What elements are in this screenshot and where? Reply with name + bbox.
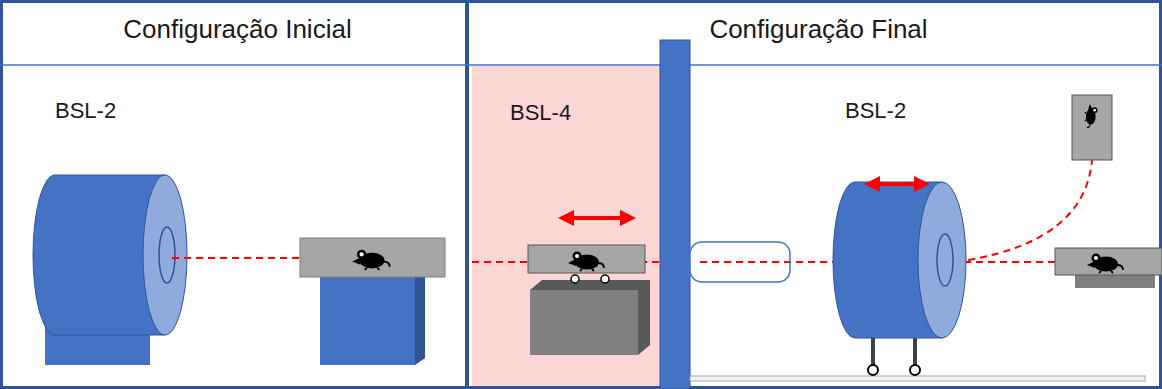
vertical-holder <box>1072 95 1112 160</box>
panel-heading: Configuração Final <box>467 0 1162 45</box>
scanner-front <box>918 182 966 338</box>
bed <box>1055 248 1162 275</box>
containment-zone: BSL-4 <box>472 66 670 389</box>
scanner-front <box>143 175 187 335</box>
panel-heading: Configuração Inicial <box>0 0 475 45</box>
wall <box>660 40 690 389</box>
bed-cart <box>530 290 638 355</box>
table-pedestal <box>320 277 415 365</box>
bed <box>528 245 645 273</box>
panel: Configuração Inicial <box>0 0 475 389</box>
divider <box>465 0 469 389</box>
biosafety-level: BSL-2 <box>845 98 906 123</box>
zone-label: BSL-2 <box>845 98 906 124</box>
beam <box>172 257 300 259</box>
biosafety-level: BSL-2 <box>55 98 116 123</box>
zone-label: BSL-4 <box>472 66 670 126</box>
table-bed <box>300 238 445 277</box>
zone-label: BSL-2 <box>55 98 116 124</box>
tube <box>690 242 790 282</box>
header-line <box>0 64 1162 66</box>
rail <box>690 376 1145 381</box>
panel: Configuração FinalBSL-4 <box>467 0 1162 389</box>
